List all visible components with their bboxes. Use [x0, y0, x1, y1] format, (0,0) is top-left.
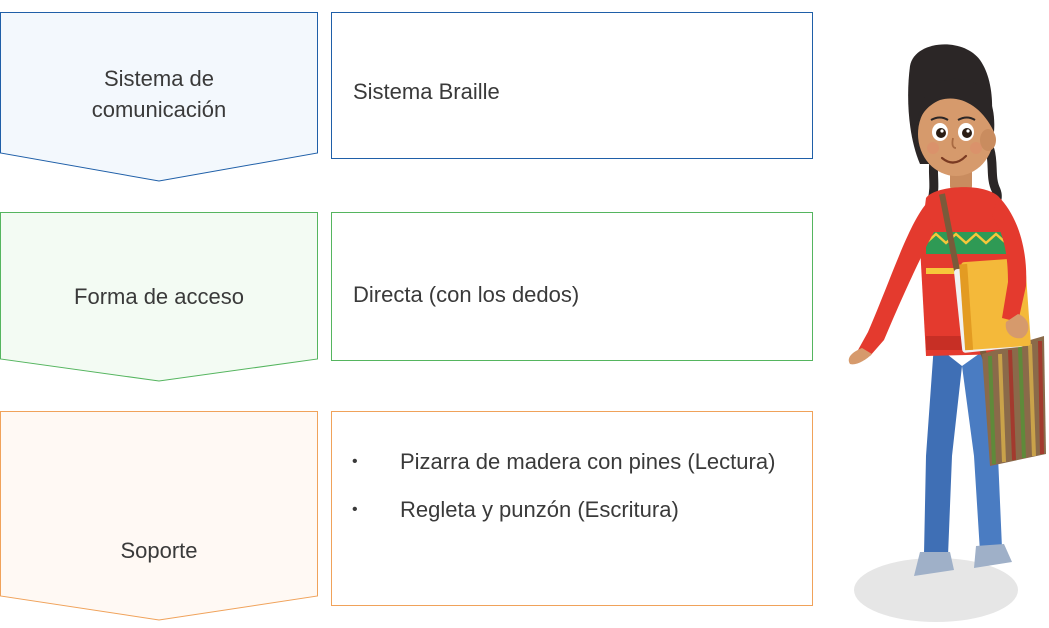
content-box-acceso: Directa (con los dedos): [331, 212, 813, 361]
bullet-icon: •: [352, 453, 358, 470]
bullet-text-regleta: Regleta y punzón (Escritura): [400, 497, 679, 522]
content-box-comunicacion: Sistema Braille: [331, 12, 813, 159]
bullet-text-pizarra: Pizarra de madera con pines (Lectura): [400, 449, 776, 474]
content-directa: Directa (con los dedos): [353, 282, 580, 307]
label-forma-acceso: Forma de acceso: [74, 284, 244, 309]
list-item: • Regleta y punzón (Escritura): [352, 494, 792, 525]
list-item: • Pizarra de madera con pines (Lectura): [352, 446, 792, 477]
label-soporte: Soporte: [120, 538, 198, 563]
label-shape-acceso: [0, 212, 318, 382]
label-shape-comunicacion: [0, 12, 318, 182]
label-shape-soporte: [0, 411, 318, 621]
content-sistema-braille: Sistema Braille: [353, 79, 500, 104]
girl-student-illustration: [822, 36, 1049, 623]
label-sistema-comunicacion: Sistema de comunicación: [91, 66, 227, 122]
bullet-icon: •: [352, 501, 358, 518]
content-box-soporte: • Pizarra de madera con pines (Lectura) …: [331, 411, 813, 606]
soporte-list: • Pizarra de madera con pines (Lectura) …: [352, 446, 792, 525]
